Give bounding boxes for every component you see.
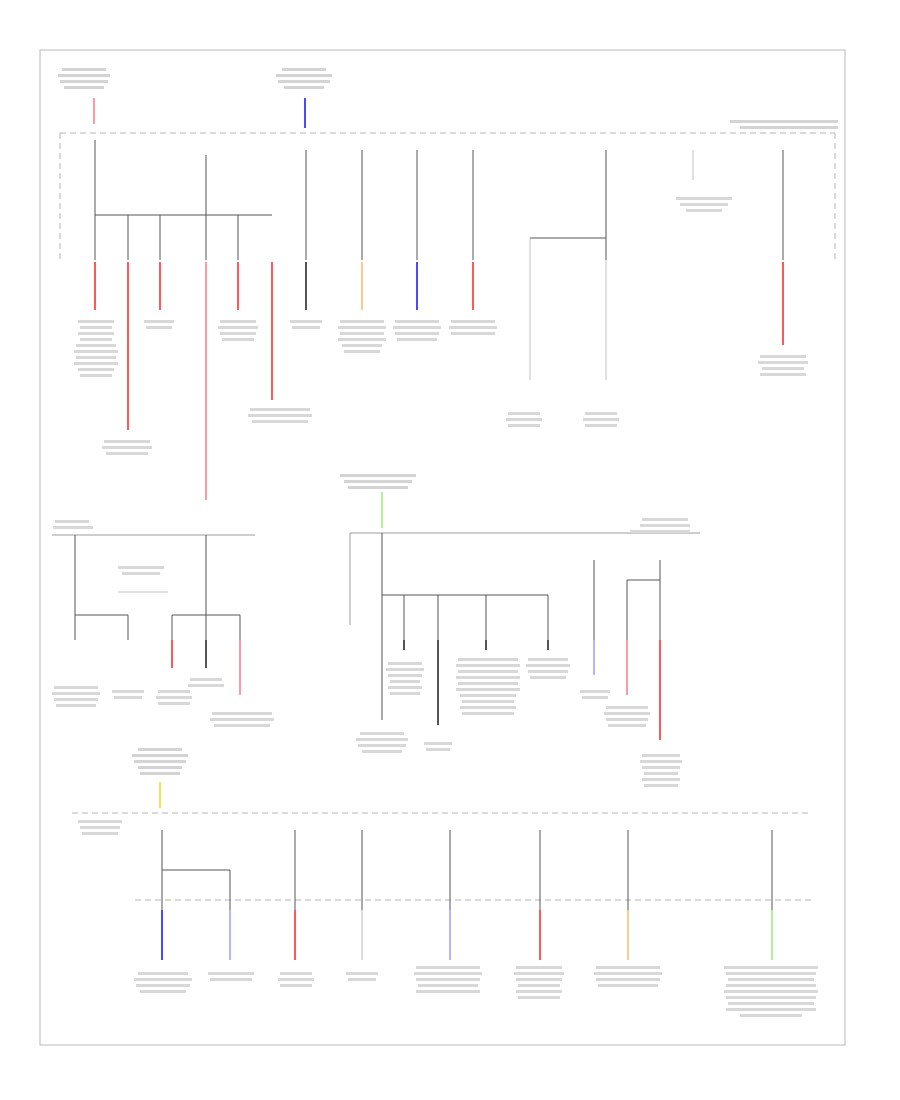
- top-section: [58, 68, 838, 500]
- middle-left-section: [52, 520, 274, 727]
- component-labels: [52, 520, 274, 727]
- component-labels: [74, 197, 808, 455]
- middle-right-section: [340, 474, 700, 787]
- source-label-right: [276, 68, 332, 89]
- source-label-bottom: [132, 748, 188, 775]
- source-label-left: [58, 68, 110, 89]
- bottom-section: [72, 748, 818, 1017]
- diagram-frame: [39, 49, 846, 1046]
- component-labels: [356, 518, 690, 787]
- source-label-middle: [340, 474, 416, 489]
- component-labels: [134, 966, 818, 1017]
- component-labels: [78, 820, 122, 835]
